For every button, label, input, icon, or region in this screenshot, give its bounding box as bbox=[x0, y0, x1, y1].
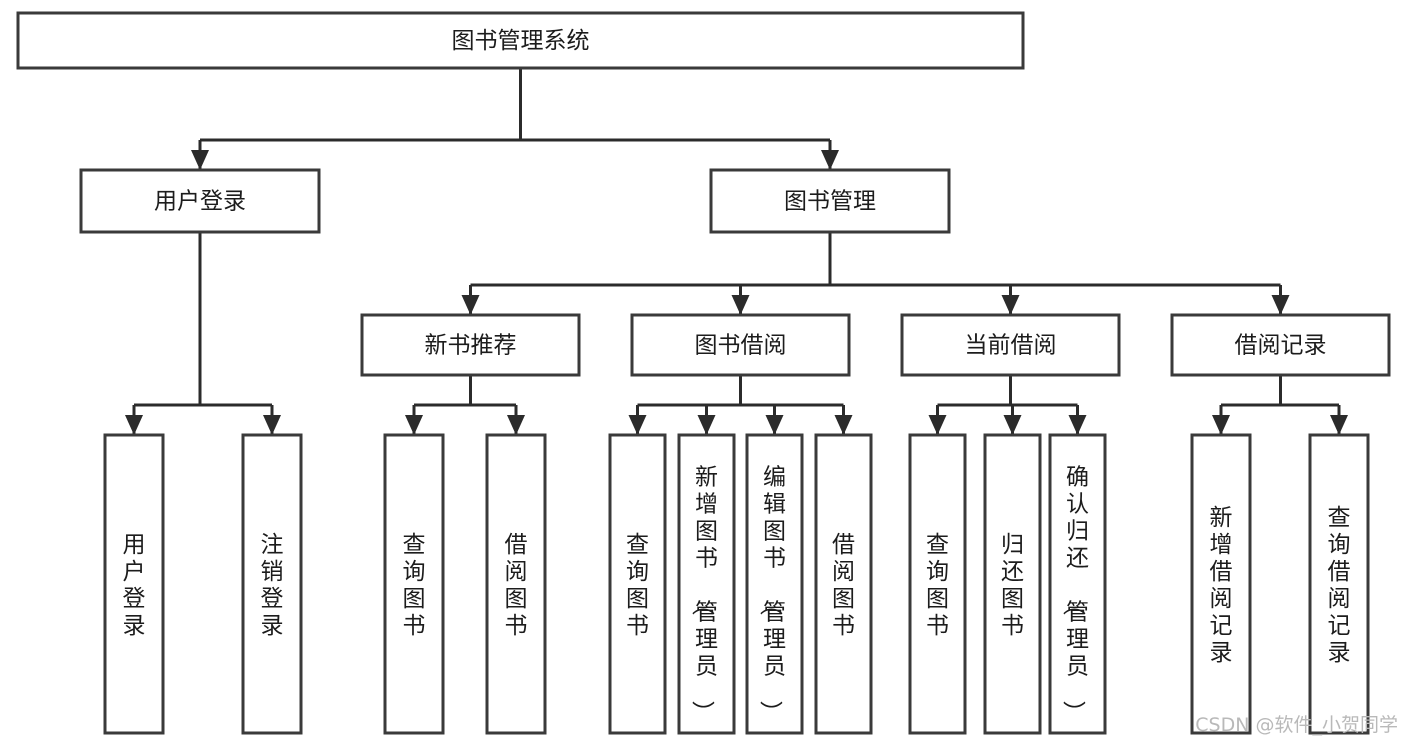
node-label: 查询图书 bbox=[626, 532, 649, 639]
connector-group bbox=[461, 232, 1290, 315]
arrow-head-icon bbox=[461, 295, 480, 315]
node-current[interactable]: 当前借阅 bbox=[900, 313, 1121, 377]
arrow-head-icon bbox=[697, 415, 716, 435]
arrow-head-icon bbox=[1001, 295, 1020, 315]
connector-group bbox=[628, 375, 853, 435]
arrow-head-icon bbox=[507, 415, 525, 435]
node-box bbox=[16, 11, 1025, 70]
node-box bbox=[1308, 433, 1370, 735]
node-label: 归还图书 bbox=[1001, 532, 1024, 639]
node-login[interactable]: 用户登录 bbox=[79, 168, 321, 234]
node-box bbox=[630, 313, 851, 377]
node-box bbox=[485, 433, 547, 735]
arrow-head-icon bbox=[405, 415, 423, 435]
arrow-head-icon bbox=[1068, 415, 1087, 435]
arrow-head-icon bbox=[1003, 415, 1022, 435]
arrow-head-icon bbox=[834, 415, 853, 435]
node-label: 借阅记录 bbox=[1235, 333, 1327, 359]
connector-layer bbox=[125, 68, 1348, 435]
node-box bbox=[1048, 433, 1107, 735]
node-label: 图书管理系统 bbox=[452, 28, 590, 54]
node-label: 借阅图书 bbox=[832, 532, 855, 639]
node-label: 新增图书（管理员） bbox=[689, 465, 718, 724]
node-box bbox=[1170, 313, 1391, 377]
node-cb-return[interactable]: 归还图书 bbox=[983, 433, 1042, 735]
connector-group bbox=[928, 375, 1087, 435]
connector-group bbox=[191, 68, 839, 170]
node-label: 借阅图书 bbox=[505, 532, 528, 639]
node-label: 注销登录 bbox=[261, 532, 284, 639]
arrow-head-icon bbox=[125, 415, 143, 435]
csdn-watermark: CSDN @软件_小贺同学 bbox=[1195, 714, 1398, 736]
node-box bbox=[709, 168, 951, 234]
node-label: 当前借阅 bbox=[965, 333, 1057, 359]
node-box bbox=[745, 433, 804, 735]
node-label: 新书推荐 bbox=[425, 333, 517, 359]
node-nb-query[interactable]: 查询图书 bbox=[383, 433, 445, 735]
connector-group bbox=[405, 375, 525, 435]
node-box bbox=[608, 433, 667, 735]
arrow-head-icon bbox=[1271, 295, 1290, 315]
arrow-head-icon bbox=[731, 295, 750, 315]
node-cb-query[interactable]: 查询图书 bbox=[908, 433, 967, 735]
node-label: 图书管理 bbox=[784, 189, 876, 215]
node-box bbox=[79, 168, 321, 234]
node-layer: 图书管理系统用户登录图书管理新书推荐图书借阅当前借阅借阅记录用户登录注销登录查询… bbox=[16, 11, 1391, 735]
node-root[interactable]: 图书管理系统 bbox=[16, 11, 1025, 70]
arrow-head-icon bbox=[191, 150, 209, 170]
node-box bbox=[383, 433, 445, 735]
node-box bbox=[677, 433, 736, 735]
node-box bbox=[900, 313, 1121, 377]
node-l-user-login[interactable]: 用户登录 bbox=[103, 433, 165, 735]
node-bw-add[interactable]: 新增图书（管理员） bbox=[677, 433, 736, 735]
node-box bbox=[814, 433, 873, 735]
node-borrow[interactable]: 图书借阅 bbox=[630, 313, 851, 377]
arrow-head-icon bbox=[1212, 415, 1230, 435]
node-label: 用户登录 bbox=[154, 189, 246, 215]
arrow-head-icon bbox=[765, 415, 784, 435]
arrow-head-icon bbox=[628, 415, 647, 435]
node-box bbox=[241, 433, 303, 735]
node-label: 图书借阅 bbox=[695, 333, 787, 359]
arrow-head-icon bbox=[1330, 415, 1348, 435]
node-rc-query[interactable]: 查询借阅记录 bbox=[1308, 433, 1370, 735]
node-label: 查询借阅记录 bbox=[1328, 505, 1351, 666]
connector-group bbox=[1212, 375, 1348, 435]
node-label: 查询图书 bbox=[926, 532, 949, 639]
node-box bbox=[1190, 433, 1252, 735]
node-rc-add[interactable]: 新增借阅记录 bbox=[1190, 433, 1252, 735]
arrow-head-icon bbox=[928, 415, 947, 435]
node-bw-query[interactable]: 查询图书 bbox=[608, 433, 667, 735]
node-label: 确认归还（管理员） bbox=[1060, 465, 1089, 724]
node-label: 编辑图书（管理员） bbox=[757, 465, 786, 724]
node-bw-lend[interactable]: 借阅图书 bbox=[814, 433, 873, 735]
node-bookmgmt[interactable]: 图书管理 bbox=[709, 168, 951, 234]
connector-group bbox=[125, 232, 281, 435]
node-record[interactable]: 借阅记录 bbox=[1170, 313, 1391, 377]
arrow-head-icon bbox=[263, 415, 281, 435]
node-l-user-logout[interactable]: 注销登录 bbox=[241, 433, 303, 735]
node-box bbox=[103, 433, 165, 735]
arrow-head-icon bbox=[821, 150, 839, 170]
node-nb-borrow[interactable]: 借阅图书 bbox=[485, 433, 547, 735]
node-box bbox=[360, 313, 581, 377]
node-label: 新增借阅记录 bbox=[1210, 505, 1233, 666]
node-box bbox=[983, 433, 1042, 735]
node-newbook[interactable]: 新书推荐 bbox=[360, 313, 581, 377]
node-label: 查询图书 bbox=[403, 532, 426, 639]
node-label: 用户登录 bbox=[123, 532, 146, 639]
node-bw-edit[interactable]: 编辑图书（管理员） bbox=[745, 433, 804, 735]
node-box bbox=[908, 433, 967, 735]
node-cb-confirm[interactable]: 确认归还（管理员） bbox=[1048, 433, 1107, 735]
